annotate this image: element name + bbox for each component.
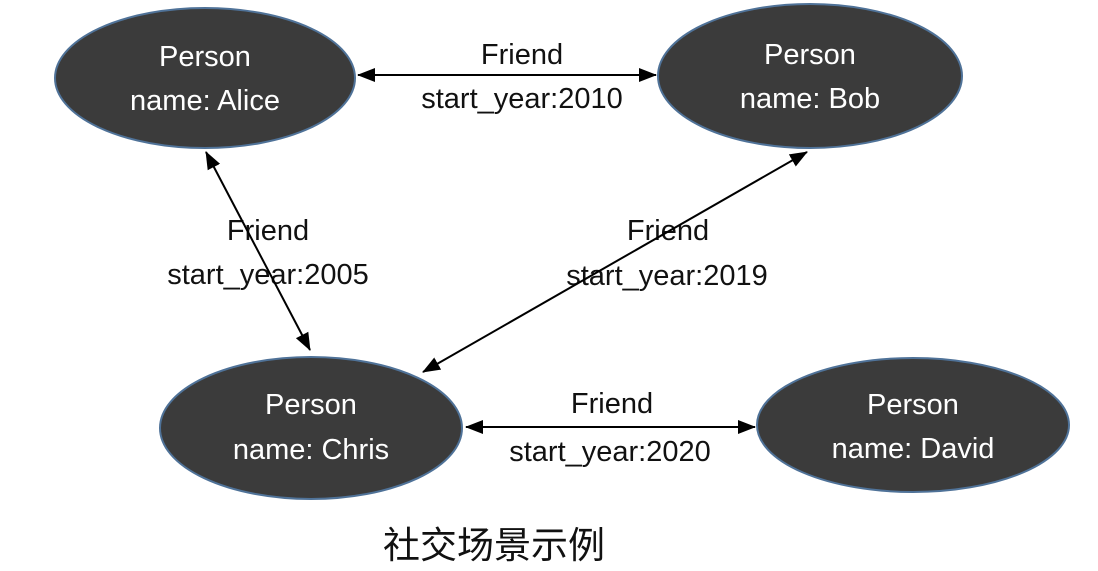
- edge-alice-chris-arrow: [205, 151, 311, 351]
- node-bob: Person name: Bob: [657, 3, 963, 149]
- node-chris: Person name: Chris: [159, 356, 463, 500]
- edge-alice-chris-label: Friend: [227, 215, 309, 247]
- node-david-ellipse: [756, 357, 1070, 493]
- node-david-type: Person: [867, 389, 959, 421]
- node-chris-ellipse: [159, 356, 463, 500]
- node-bob-ellipse: [657, 3, 963, 149]
- node-alice-ellipse: [54, 7, 356, 149]
- edge-alice-bob: Friend start_year:2010: [357, 39, 657, 115]
- edge-chris-david-label: Friend: [571, 388, 653, 420]
- edge-bob-chris: Friend start_year:2019: [422, 151, 808, 373]
- node-david-name: name: David: [832, 433, 995, 465]
- edge-alice-bob-label: Friend: [481, 39, 563, 71]
- node-bob-name: name: Bob: [740, 83, 880, 115]
- edge-alice-chris: Friend start_year:2005: [167, 151, 369, 351]
- edge-chris-david-property: start_year:2020: [509, 436, 711, 468]
- node-alice: Person name: Alice: [54, 7, 356, 149]
- edge-bob-chris-property: start_year:2019: [566, 260, 768, 292]
- node-chris-name: name: Chris: [233, 434, 389, 466]
- node-chris-type: Person: [265, 389, 357, 421]
- node-alice-type: Person: [159, 41, 251, 73]
- edge-chris-david: Friend start_year:2020: [465, 388, 756, 468]
- node-alice-name: name: Alice: [130, 85, 280, 117]
- edge-alice-bob-property: start_year:2010: [421, 83, 623, 115]
- edge-alice-chris-property: start_year:2005: [167, 259, 369, 291]
- diagram-caption: 社交场景示例: [383, 525, 605, 566]
- edge-bob-chris-arrow: [422, 151, 808, 373]
- node-bob-type: Person: [764, 39, 856, 71]
- node-david: Person name: David: [756, 357, 1070, 493]
